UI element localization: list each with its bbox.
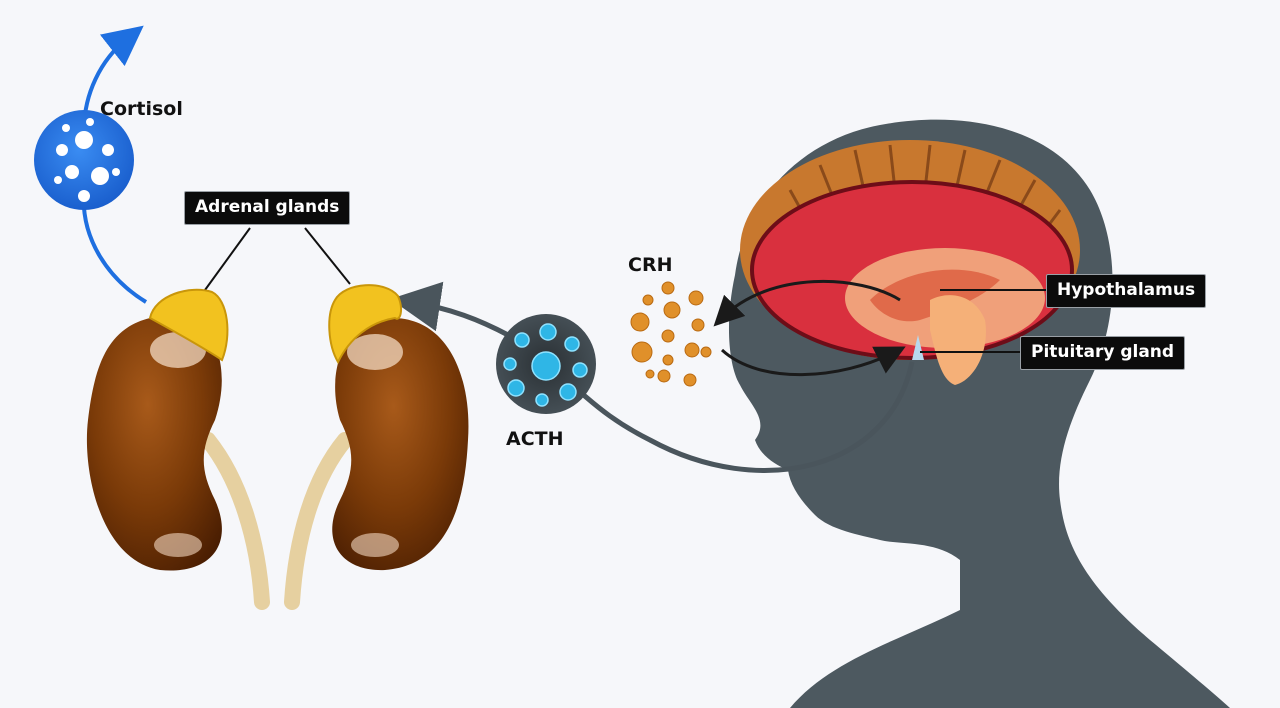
adrenal-glands-label: Adrenal glands — [184, 191, 351, 225]
kidney-icon-right — [332, 317, 469, 571]
acth-label: ACTH — [506, 428, 564, 450]
kidney-icon-left — [86, 314, 222, 571]
crh-label: CRH — [628, 254, 673, 276]
crh-particles-icon — [630, 281, 712, 387]
crh-release-arrow — [713, 279, 901, 327]
acth-molecule-icon — [496, 314, 596, 414]
pituitary-gland-label: Pituitary gland — [1020, 336, 1186, 370]
hypothalamus-label: Hypothalamus — [1046, 274, 1207, 308]
ureter-right — [284, 432, 353, 610]
cortisol-label: Cortisol — [100, 98, 183, 120]
ureter-left — [200, 432, 270, 610]
cortisol-molecule-icon — [34, 110, 134, 210]
adrenal-gland-icon-left — [148, 288, 229, 362]
adrenal-gland-icon-right — [328, 284, 403, 365]
acth-release-arrow — [578, 361, 915, 473]
acth-to-adrenal-arrow — [390, 281, 512, 339]
adrenal-pointer-right — [304, 227, 351, 285]
adrenal-pointer-left — [204, 227, 251, 291]
brain-icon — [740, 140, 1080, 385]
crh-to-pituitary-arrow — [720, 346, 906, 377]
